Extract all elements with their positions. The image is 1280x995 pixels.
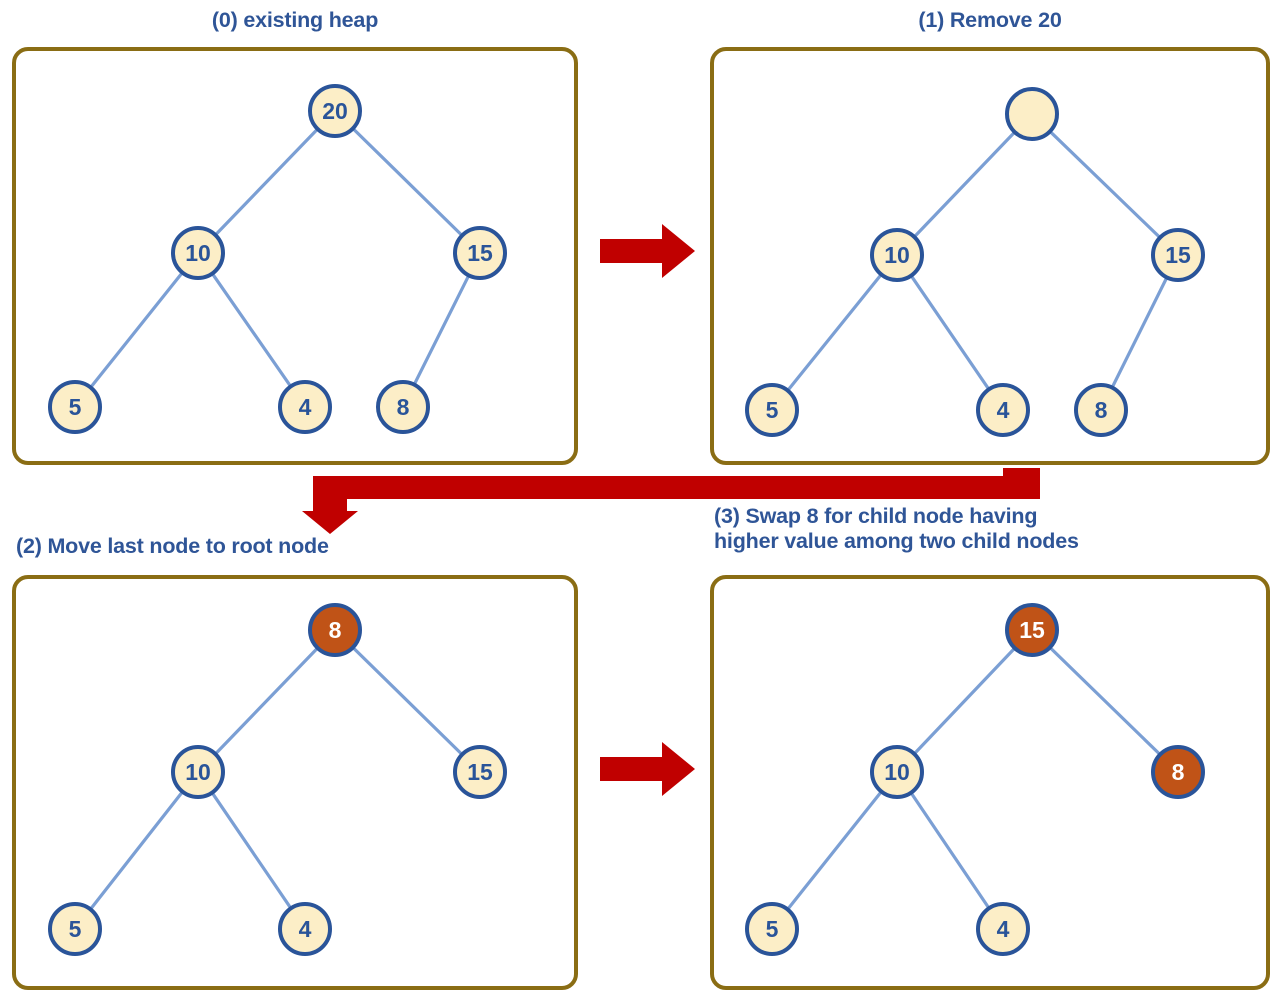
heap-node-4: 4 bbox=[278, 380, 332, 434]
heap-node-10: 10 bbox=[171, 745, 225, 799]
tree-edge bbox=[908, 790, 992, 911]
heap-node-15: 15 bbox=[453, 745, 507, 799]
heap-node-8: 8 bbox=[1074, 383, 1128, 437]
heap-node-15: 15 bbox=[1151, 228, 1205, 282]
heap-node-20: 20 bbox=[308, 84, 362, 138]
heap-node-empty bbox=[1005, 87, 1059, 141]
heap-node-15: 15 bbox=[453, 226, 507, 280]
tree-edge bbox=[209, 790, 294, 911]
tree-edge bbox=[350, 126, 465, 238]
tree-edge bbox=[785, 789, 884, 912]
heap-node-15: 15 bbox=[1005, 603, 1059, 657]
tree-edge bbox=[213, 645, 320, 757]
panel-2-title: (2) Move last node to root node bbox=[16, 534, 329, 558]
step-2-to-3-arrow bbox=[600, 740, 696, 810]
heap-node-5: 5 bbox=[48, 380, 102, 434]
tree-edge bbox=[1110, 274, 1169, 391]
heap-node-8: 8 bbox=[1151, 745, 1205, 799]
tree-edge bbox=[1047, 129, 1163, 240]
heap-node-4: 4 bbox=[976, 902, 1030, 956]
heap-node-10: 10 bbox=[870, 228, 924, 282]
tree-edge bbox=[213, 126, 320, 238]
panel-1-title: (1) Remove 20 bbox=[918, 8, 1062, 32]
tree-edge bbox=[412, 272, 471, 388]
tree-edge bbox=[350, 645, 465, 757]
heap-node-4: 4 bbox=[278, 902, 332, 956]
tree-edge bbox=[88, 270, 185, 390]
tree-edge bbox=[785, 272, 884, 393]
heap-node-8: 8 bbox=[308, 603, 362, 657]
tree-edge bbox=[911, 645, 1018, 757]
heap-node-8: 8 bbox=[376, 380, 430, 434]
tree-edge bbox=[908, 273, 992, 392]
panel-3-title: (3) Swap 8 for child node having higher … bbox=[714, 504, 1079, 553]
panel-0-title: (0) existing heap bbox=[211, 8, 379, 32]
heap-node-10: 10 bbox=[171, 226, 225, 280]
heap-node-5: 5 bbox=[745, 383, 799, 437]
tree-edge bbox=[1047, 645, 1163, 757]
tree-edge bbox=[88, 789, 185, 912]
step-0-to-1-arrow bbox=[600, 222, 696, 292]
heap-node-4: 4 bbox=[976, 383, 1030, 437]
heap-node-5: 5 bbox=[745, 902, 799, 956]
step-1-to-2-arrow bbox=[300, 468, 1040, 534]
heap-node-10: 10 bbox=[870, 745, 924, 799]
tree-edge bbox=[210, 271, 293, 389]
tree-edge bbox=[911, 129, 1018, 240]
heap-node-5: 5 bbox=[48, 902, 102, 956]
